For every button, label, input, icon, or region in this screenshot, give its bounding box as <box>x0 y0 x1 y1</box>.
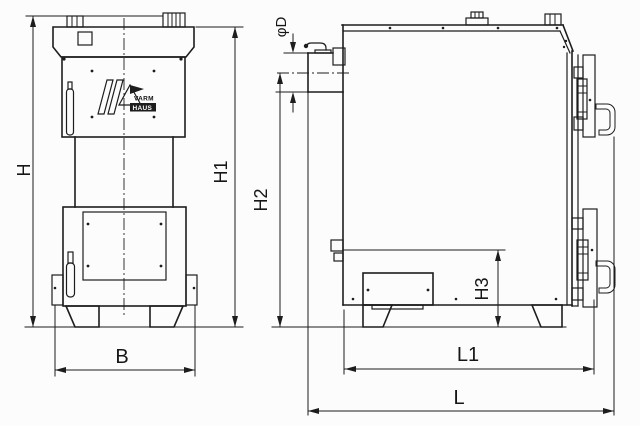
dim-label-phi-d: φD <box>273 17 290 38</box>
upper-hinge-assembly <box>573 54 616 138</box>
dimension-h: H <box>14 15 36 328</box>
dim-label-l: L <box>453 387 464 409</box>
cleanout-screw <box>426 288 430 292</box>
damper-lever-base <box>314 49 332 54</box>
front-upper-panel <box>61 56 186 138</box>
front-flue-collar <box>162 12 186 28</box>
side-leg-rear <box>530 304 563 328</box>
logo-stripe <box>97 79 114 115</box>
logo-text-line2: HAUS <box>133 105 153 112</box>
top-screw <box>388 26 392 30</box>
bevel-screw <box>562 45 566 49</box>
flue-pipe <box>277 42 352 93</box>
dim-label-h2: H2 <box>251 188 271 211</box>
panel-screw <box>90 115 94 119</box>
logo-text-box <box>130 103 156 112</box>
flue-flange <box>332 47 346 66</box>
front-lower-door-panel <box>62 206 187 307</box>
front-leg-right <box>149 305 185 328</box>
dim-label-b: B <box>115 346 128 368</box>
side-leg-front <box>362 304 394 328</box>
logo-flag <box>130 85 144 94</box>
dim-label-h3: H3 <box>472 277 492 300</box>
door-screw <box>86 222 90 226</box>
bottom-screw <box>351 297 355 301</box>
hinge-dot <box>53 286 57 290</box>
bottom-screw <box>554 297 558 301</box>
dimension-l: L <box>307 387 615 414</box>
front-cap-plate <box>77 31 93 46</box>
door-screw <box>159 264 163 268</box>
dimension-b: B <box>54 346 196 373</box>
dim-label-h: H <box>14 164 34 177</box>
dim-label-l1: L1 <box>457 344 479 366</box>
panel-screw <box>90 69 94 73</box>
front-lower-door <box>82 211 167 281</box>
cleanout-screw <box>366 288 370 292</box>
side-top-bevel-inner <box>559 30 571 54</box>
door-screw <box>159 222 163 226</box>
top-screw <box>441 26 445 30</box>
bottom-screw <box>454 297 458 301</box>
front-top-fitting-left <box>66 15 84 28</box>
side-top-bevel-outer <box>561 23 575 53</box>
panel-screw <box>152 69 156 73</box>
damper-lever <box>306 42 327 51</box>
upper-door-handle <box>65 81 75 136</box>
front-top-cap <box>52 26 195 58</box>
dimension-h1: H1 <box>211 26 238 328</box>
dimension-l1: L1 <box>344 344 595 372</box>
brand-logo: VARM HAUS <box>97 79 156 115</box>
hinge-dot <box>192 286 196 290</box>
rear-pipe-stub <box>330 239 344 262</box>
front-hinge-left <box>51 274 64 306</box>
top-screw <box>555 26 559 30</box>
side-top-fitting-rear <box>544 13 562 26</box>
upper-latch-handle <box>595 103 616 136</box>
cap-corner-dot <box>179 57 183 61</box>
cap-corner-dot <box>62 57 66 61</box>
cleanout-panel <box>362 272 434 310</box>
top-screw <box>496 26 500 30</box>
dimension-annotations: H H1 H2 H3 φD <box>14 15 615 416</box>
panel-screw <box>152 115 156 119</box>
dimension-h3: H3 <box>472 249 501 328</box>
front-view: VARM HAUS <box>51 12 198 328</box>
dim-label-h1: H1 <box>211 160 231 183</box>
dimension-h2: H2 <box>251 72 283 328</box>
lower-door-handle <box>65 251 76 298</box>
logo-text-line1: VARM <box>134 96 154 103</box>
lower-latch-handle <box>595 260 616 294</box>
damper-lever-knob <box>303 43 309 49</box>
lower-hinge-assembly <box>571 208 616 308</box>
dimension-phi-d: φD <box>273 17 296 113</box>
front-leg-left <box>64 305 100 328</box>
front-hinge-right <box>185 274 198 306</box>
logo-stripe <box>107 79 124 115</box>
side-view <box>277 11 616 328</box>
bevel-screw <box>564 39 568 43</box>
door-screw <box>86 264 90 268</box>
side-top-fitting-safety <box>465 11 489 26</box>
